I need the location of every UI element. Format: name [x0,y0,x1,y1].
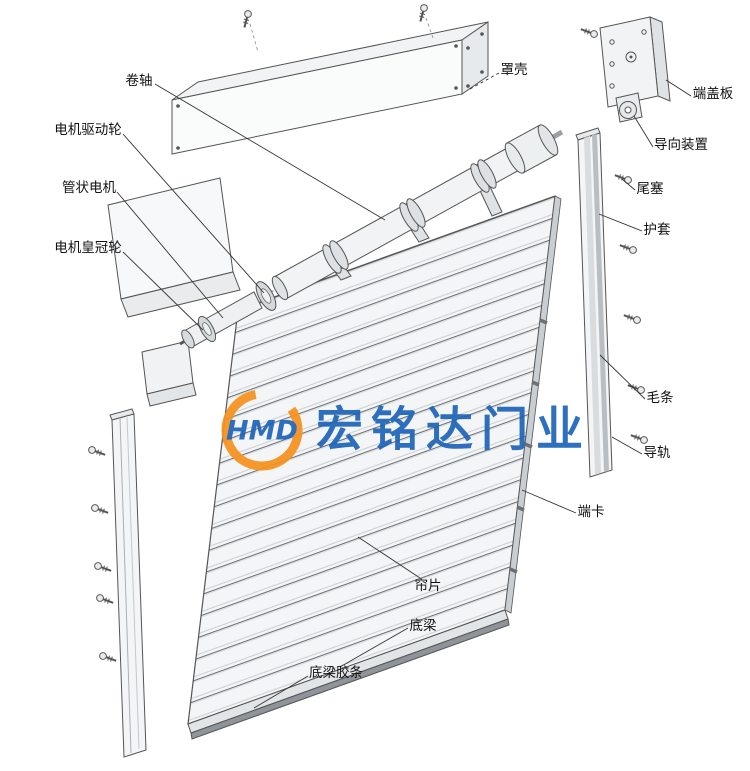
screw-icon [612,171,634,186]
watermark: HMD 宏铭达门业 [221,389,591,471]
screw-icon [628,431,650,446]
leader-line [116,191,224,319]
label-roller-shaft: 卷轴 [126,73,386,221]
end-clip-tick [539,318,548,325]
screw-icon [92,560,114,575]
label-guide-rail: 导轨 [611,436,672,461]
screw-icon [578,25,600,40]
rail-liner [584,136,601,475]
screw-icon [97,650,119,665]
ring-collar [470,159,497,193]
label-tubular-motor: 管状电机 [62,180,224,319]
label-motor-crown-wheel: 电机皇冠轮 [54,240,204,331]
leader-line [122,251,204,331]
leader-line [521,489,577,514]
label-text: 电机驱动轮 [54,122,122,138]
label-end-cover-plate: 端盖板 [665,79,734,102]
ring-collar [322,240,349,274]
leader-line [122,133,265,294]
label-bottom-beam: 底梁 [339,618,437,668]
label-end-clip: 端卡 [521,489,605,520]
label-bottom-beam-rubber: 底梁胶条 [253,664,363,709]
label-brush-strip: 毛条 [599,354,675,406]
label-text: 导向装置 [654,137,708,153]
label-text: 罩壳 [501,62,528,78]
end-cover-plate-part [599,16,671,108]
label-motor-drive-wheel: 电机驱动轮 [54,122,265,294]
leader-line [599,354,646,400]
label-text: 尾塞 [637,180,665,197]
screw-icon [94,592,116,607]
watermark-brand-text: 宏铭达门业 [316,403,591,458]
watermark-logo-circle [221,389,303,471]
roller-end-cap [504,124,564,174]
leader-line [621,178,636,191]
leader-line [154,83,386,221]
motor-mount-plate [107,177,241,318]
watermark-logo-text: HMD [226,416,298,447]
leader-line [598,213,643,232]
label-text: 帘片 [415,578,442,594]
guide-device-part [615,92,643,123]
screw-icon [621,311,643,326]
label-text: 底梁 [410,618,437,634]
left-guide-rail [109,408,147,758]
motor-bracket [141,340,197,407]
label-text: 底梁胶条 [309,664,363,681]
label-sheath: 护套 [598,213,672,238]
tubular-motor-assembly [179,281,277,349]
leader-line [611,436,643,455]
label-curtain-slat: 帘片 [357,536,442,594]
leader-line [665,79,692,97]
label-text: 端卡 [578,504,605,520]
end-clip-tick [524,442,533,449]
label-text: 端盖板 [693,86,734,102]
end-clip-tick [509,567,518,574]
leader-line [357,536,421,579]
label-text: 电机皇冠轮 [54,240,122,256]
crown-wheel [197,315,217,343]
end-clip-tick [516,505,525,512]
screw-icon [617,241,639,256]
rail-brush-strip [592,134,609,472]
leader-line [633,115,654,148]
motor-end-disc [181,329,195,349]
label-text: 导轨 [644,445,672,461]
screw-icon [86,444,108,459]
label-text: 护套 [644,222,672,238]
label-tail-plug: 尾塞 [621,178,665,197]
label-text: 管状电机 [62,180,116,196]
screw-icon [89,502,111,517]
ring-collar [399,198,426,232]
bottom-rubber-strip [190,618,510,740]
label-housing: 罩壳 [469,62,528,90]
leader-line [253,675,309,709]
housing-box [171,21,489,155]
label-text: 卷轴 [126,73,153,89]
label-guide-device: 导向装置 [633,115,708,153]
leader-line [339,627,409,668]
labels-layer: 卷轴 罩壳 端盖板 导向装置 尾塞 护套 电机驱动轮 管状电机 [54,62,734,709]
label-text: 毛条 [647,389,675,406]
end-clip-tick [531,380,540,387]
right-guide-rail [575,127,613,478]
assembly-dash-line [249,23,259,53]
